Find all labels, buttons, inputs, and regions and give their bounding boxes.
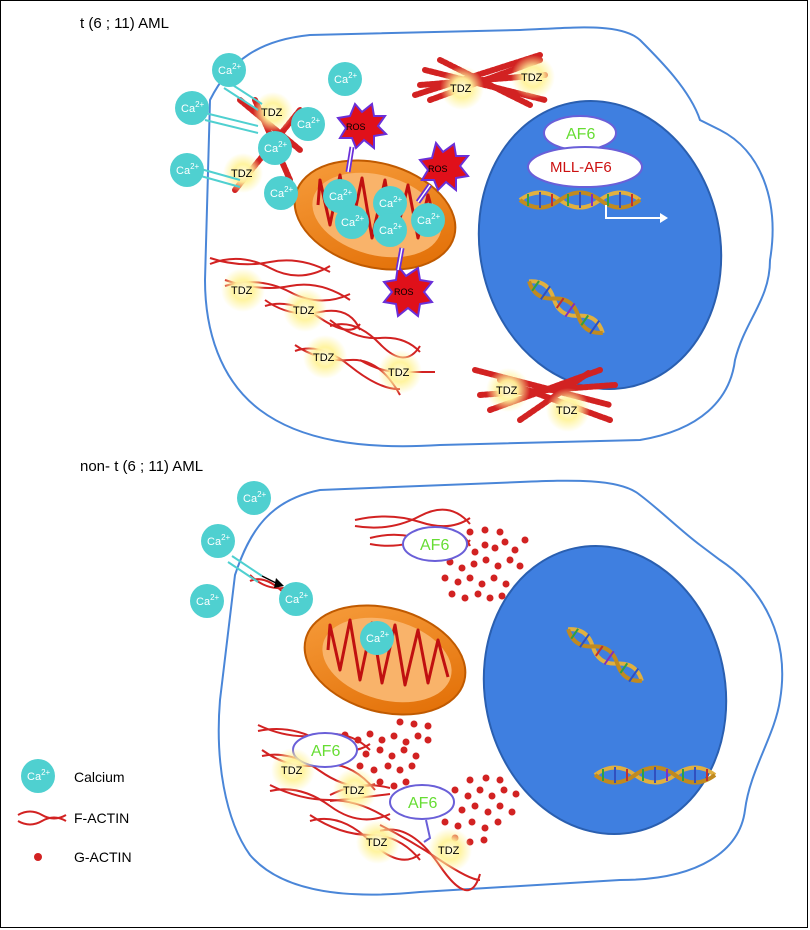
svg-text:Ca2+: Ca2+ [264,140,288,155]
bottom-panel-title: non- t (6 ; 11) AML [80,458,203,475]
svg-text:Ca2+: Ca2+ [297,116,321,131]
svg-text:TDZ: TDZ [231,168,253,180]
calcium-entry-arrow [261,575,284,588]
svg-text:TDZ: TDZ [556,405,578,417]
svg-text:TDZ: TDZ [366,837,388,849]
bottom-calcium-ions [190,481,394,655]
svg-text:TDZ: TDZ [231,285,253,297]
bottom-dna-helix-1 [566,627,644,683]
bottom-nucleus [482,544,728,836]
legend-g-actin-icon [34,853,42,861]
bottom-af6-oval-1 [402,526,468,562]
ros-label-2: ROS [428,164,448,174]
svg-text:Ca2+: Ca2+ [218,62,242,77]
legend-calcium-symbol: Ca2+ [27,768,51,783]
svg-text:Ca2+: Ca2+ [270,185,294,200]
bottom-af6-label-3: AF6 [408,795,437,812]
top-calcium-ions [170,53,445,247]
bottom-af6-label-2: AF6 [311,743,340,760]
svg-text:TDZ: TDZ [343,785,365,797]
svg-text:Ca2+: Ca2+ [366,630,390,645]
bottom-calcium-channel [227,555,263,583]
top-cell-membrane [203,26,774,448]
top-tdz-labels: TDZ TDZ TDZ TDZ TDZ TDZ TDZ TDZ TDZ TDZ [231,72,578,417]
svg-text:TDZ: TDZ [313,352,335,364]
top-dna-helix-1 [518,190,642,210]
svg-text:TDZ: TDZ [496,385,518,397]
legend: Ca2+ Calcium F-ACTIN G-ACTIN [17,759,132,865]
ros-burst-2: ROS [418,140,471,193]
legend-g-actin-label: G-ACTIN [74,849,132,865]
top-af6-label: AF6 [566,126,595,143]
legend-calcium-label: Calcium [74,769,125,785]
ros-burst-3: ROS [382,263,434,318]
svg-text:Ca2+: Ca2+ [379,222,403,237]
transcription-arrow [605,205,660,219]
svg-text:Ca2+: Ca2+ [417,212,441,227]
ros-label-1: ROS [346,122,366,132]
legend-f-actin-label: F-ACTIN [74,810,129,826]
bottom-tdz-labels: TDZ TDZ TDZ TDZ [281,765,460,857]
legend-f-actin-icon [17,810,67,826]
svg-text:Ca2+: Ca2+ [334,71,358,86]
bottom-calcium-labels: Ca2+ Ca2+ Ca2+ Ca2+ Ca2+ [196,490,390,645]
svg-text:TDZ: TDZ [450,83,472,95]
top-dna-helix-2 [527,279,605,335]
svg-text:TDZ: TDZ [281,765,303,777]
svg-text:Ca2+: Ca2+ [329,188,353,203]
svg-text:Ca2+: Ca2+ [379,195,403,210]
svg-text:Ca2+: Ca2+ [285,591,309,606]
bottom-af6-oval-3 [389,784,455,820]
bottom-mitochondrion [303,604,467,716]
ros-burst-1: ROS [336,102,389,151]
bottom-tdz-glows [271,748,472,872]
bottom-af6-label-1: AF6 [420,537,449,554]
top-tdz-glows [221,55,590,432]
svg-text:TDZ: TDZ [261,107,283,119]
svg-text:Ca2+: Ca2+ [196,593,220,608]
bottom-cell-membrane [217,479,784,896]
svg-text:TDZ: TDZ [438,845,460,857]
af6-link-line [423,819,432,843]
svg-text:TDZ: TDZ [293,305,315,317]
svg-text:Ca2+: Ca2+ [181,100,205,115]
svg-text:TDZ: TDZ [388,367,410,379]
top-panel-title: t (6 ; 11) AML [80,15,169,32]
mll-af6-label: MLL-AF6 [550,159,612,176]
svg-text:Ca2+: Ca2+ [243,490,267,505]
svg-text:Ca2+: Ca2+ [341,214,365,229]
mll-af6-oval [527,146,643,188]
svg-text:Ca2+: Ca2+ [207,533,231,548]
top-calcium-labels: Ca2+ Ca2+ Ca2+ Ca2+ Ca2+ Ca2+ Ca2+ Ca2+ … [176,62,441,237]
transcription-arrowhead [660,213,668,223]
legend-calcium-icon [21,759,55,793]
ros-label-3: ROS [394,287,414,297]
bottom-dna-helix-2 [593,765,717,785]
svg-text:TDZ: TDZ [521,72,543,84]
svg-text:Ca2+: Ca2+ [176,162,200,177]
